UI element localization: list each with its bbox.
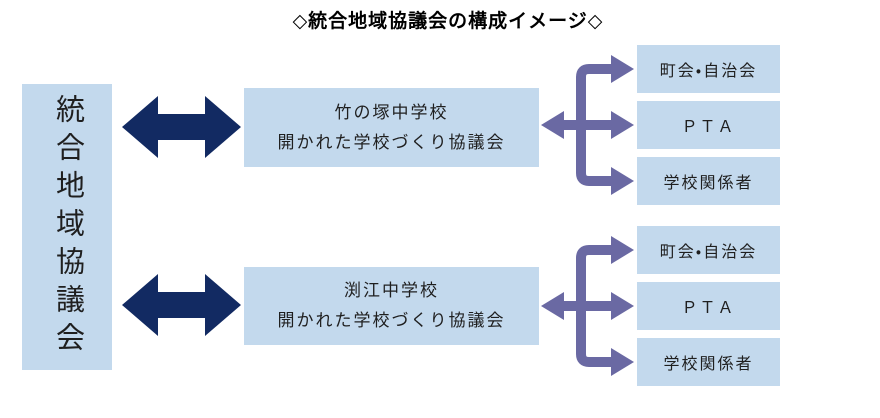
council-label: 統合地域協議会 xyxy=(51,94,84,360)
branch-connector xyxy=(541,55,634,195)
school-box-takenotsuka: 竹の塚中学校 開かれた学校づくり協議会 xyxy=(244,88,539,167)
member-label: 学校関係者 xyxy=(663,175,754,192)
member-label: ＰＴＡ xyxy=(681,119,736,136)
arrow-right-icon xyxy=(611,111,634,139)
member-label: 町会・自治会 xyxy=(659,63,758,80)
branch-trunk xyxy=(576,64,613,186)
member-box: 町会・自治会 xyxy=(637,226,780,274)
school-name: 渕江中学校 xyxy=(344,281,439,300)
member-box: 学校関係者 xyxy=(637,157,780,205)
member-label: 学校関係者 xyxy=(663,356,754,373)
school-subtitle: 開かれた学校づくり協議会 xyxy=(277,132,506,152)
member-box: 学校関係者 xyxy=(637,338,780,386)
branch-trunk xyxy=(576,245,613,367)
double-arrow-icon xyxy=(122,96,241,158)
member-box: 町会・自治会 xyxy=(637,45,780,93)
school-subtitle: 開かれた学校づくり協議会 xyxy=(277,311,506,330)
arrow-left-icon xyxy=(541,292,564,320)
arrow-right-icon xyxy=(611,236,634,264)
arrow-right-icon xyxy=(611,55,634,83)
diagram-title: ◇統合地域協議会の構成イメージ◇ xyxy=(292,11,604,32)
arrow-left-icon xyxy=(541,111,564,139)
member-label: ＰＴＡ xyxy=(681,300,736,317)
council-box: 統合地域協議会 xyxy=(22,84,112,370)
branch-connector xyxy=(541,236,634,376)
double-arrow-icon xyxy=(122,274,241,336)
school-name: 竹の塚中学校 xyxy=(334,102,449,122)
member-label: 町会・自治会 xyxy=(659,244,758,261)
arrow-right-icon xyxy=(611,167,634,195)
arrow-right-icon xyxy=(611,348,634,376)
member-box: ＰＴＡ xyxy=(637,282,780,330)
school-box-fuchie: 渕江中学校 開かれた学校づくり協議会 xyxy=(244,267,539,345)
member-box: ＰＴＡ xyxy=(637,101,780,149)
arrow-right-icon xyxy=(611,292,634,320)
